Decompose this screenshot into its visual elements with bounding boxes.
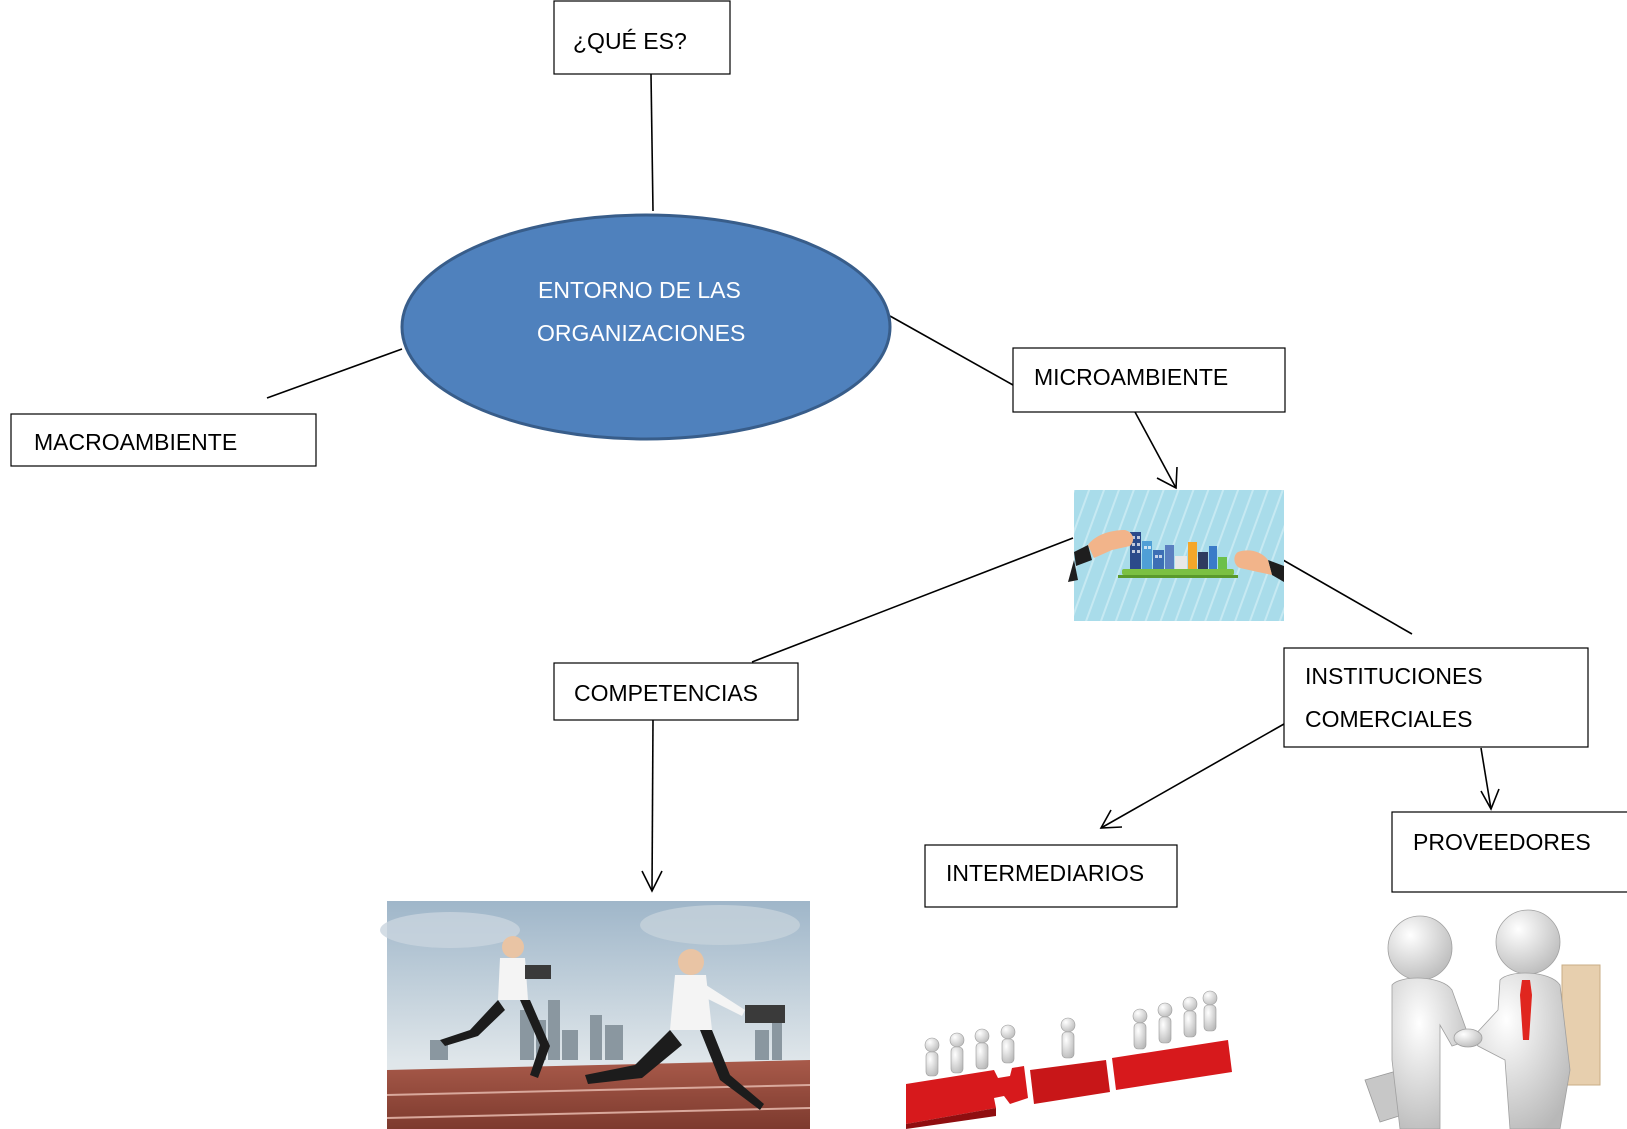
que-es-box [553,0,731,75]
arrow-instituciones-proveedores [1480,747,1492,810]
connector-image-instituciones [1282,559,1413,635]
microambiente-image [1068,490,1284,621]
macroambiente-label: MACROAMBIENTE [34,429,237,455]
microambiente-label: MICROAMBIENTE [1034,364,1228,390]
connector-image-competencias [751,537,1074,663]
macroambiente-box [10,413,317,467]
center-label-line1: ENTORNO DE LAS [538,277,741,303]
instituciones-label-line2: COMERCIALES [1305,706,1472,732]
intermediarios-label: INTERMEDIARIOS [946,860,1144,886]
competencias-label: COMPETENCIAS [574,680,758,706]
node-instituciones-comerciales: INSTITUCIONES COMERCIALES [1283,647,1589,748]
center-label-line2: ORGANIZACIONES [537,320,745,346]
arrowhead-competencias-image [641,870,663,893]
connectors [266,73,1500,893]
competencias-box [553,662,799,721]
node-que-es: ¿QUÉ ES? [553,0,731,75]
arrowhead-micro-image [1156,466,1178,490]
arrowhead-instituciones-proveedores [1480,788,1500,811]
node-microambiente: MICROAMBIENTE [1012,347,1286,413]
connector-quees-center [650,73,654,212]
microambiente-box [1012,347,1286,413]
node-competencias: COMPETENCIAS [553,662,799,721]
arrow-micro-image [1134,411,1177,489]
arrow-competencias-image [651,719,654,892]
proveedores-image [1364,909,1601,1129]
node-intermediarios: INTERMEDIARIOS [924,844,1178,908]
connector-center-macro [266,348,403,399]
center-ellipse [400,213,892,441]
competencias-image [380,901,811,1129]
node-proveedores: PROVEEDORES [1391,811,1627,893]
proveedores-box [1391,811,1627,893]
que-es-label: ¿QUÉ ES? [573,28,687,54]
center-node: ENTORNO DE LAS ORGANIZACIONES [400,213,892,441]
node-macroambiente: MACROAMBIENTE [10,413,317,467]
proveedores-label: PROVEEDORES [1413,829,1591,855]
instituciones-label-line1: INSTITUCIONES [1305,663,1483,689]
arrowhead-instituciones-intermediarios [1099,809,1123,829]
intermediarios-image [906,990,1232,1129]
arrow-instituciones-intermediarios [1100,723,1285,829]
connector-center-micro [889,315,1014,386]
intermediarios-box [924,844,1178,908]
instituciones-box [1283,647,1589,748]
